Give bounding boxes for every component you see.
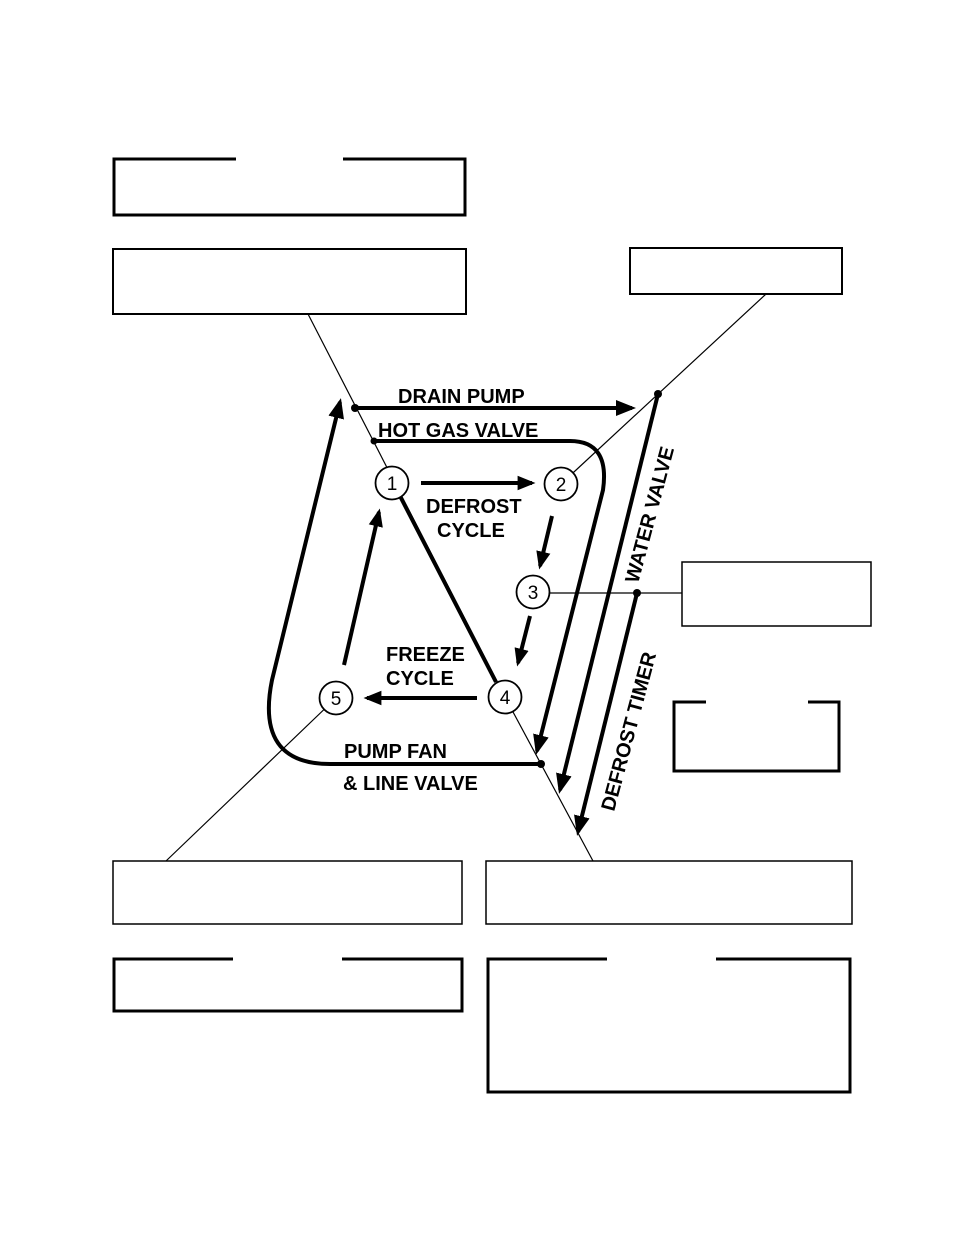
freeze-cycle-label-line1: FREEZE [386,644,465,666]
junction-water-valve [654,390,662,398]
junction-defrost-timer [633,589,641,597]
water-valve-arrow [556,393,660,794]
upper-left-box [112,248,467,315]
label-boxes [112,157,872,1094]
step-2: 2 [543,466,579,502]
bottom-right-title-box [486,957,852,1094]
step-3-number: 3 [528,583,539,604]
junction-pump-fan [537,760,545,768]
step-5: 5 [318,680,354,716]
pump-fan-label-line1: PUMP FAN [344,741,447,763]
arrow-2-to-3 [536,515,554,570]
leader-lower-right [504,696,594,862]
freeze-cycle-label-line2: CYCLE [386,668,454,690]
hot-gas-valve-label: HOT GAS VALVE [378,420,538,442]
outer-loop-arrow [266,398,541,766]
step-1-to-4-line [398,495,498,683]
defrost-timer-arrow [574,592,639,836]
step-markers: 1 2 3 4 5 [318,465,579,716]
water-valve-label: WATER VALVE [622,444,679,585]
diagram-labels: DRAIN PUMP HOT GAS VALVE DEFROST CYCLE F… [343,386,679,813]
upper-right-box [629,247,843,295]
step-4: 4 [487,679,523,715]
step-1-number: 1 [387,474,398,495]
defrost-cycle-label-line1: DEFROST [426,496,522,518]
arrow-3-to-4 [514,615,532,667]
step-3: 3 [515,574,551,610]
bottom-left-title-box [112,957,464,1013]
defrost-timer-label: DEFROST TIMER [598,649,662,813]
junction-hot-gas [370,437,378,445]
step-1: 1 [374,465,410,501]
pump-fan-label-line2: & LINE VALVE [343,773,478,795]
leader-lower-left [165,697,337,862]
step-5-number: 5 [331,689,342,710]
drain-pump-label: DRAIN PUMP [398,386,525,408]
lower-right-box [485,860,853,925]
right-middle-box [681,561,872,627]
step-4-number: 4 [500,688,511,709]
junction-drain-pump [351,404,359,412]
defrost-cycle-label-line2: CYCLE [437,520,505,542]
arrow-5-to-1 [342,508,383,666]
junction-dots [351,390,662,768]
hot-gas-loop-arrow [374,439,606,755]
lower-left-box [112,860,463,925]
top-left-title-box [112,157,467,217]
cycle-paths [266,393,660,836]
right-small-title-box [672,700,841,773]
step-2-number: 2 [556,475,567,496]
